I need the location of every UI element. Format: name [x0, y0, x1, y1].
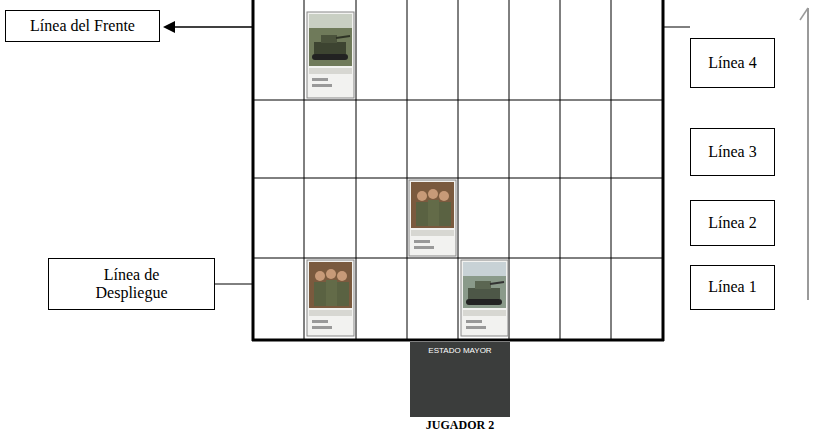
infantry-card: [409, 180, 456, 256]
row-label: Línea 4: [690, 38, 775, 88]
deployment-pointer: [215, 284, 253, 285]
player-label: JUGADOR 2: [426, 418, 494, 433]
tank-card: [461, 260, 508, 336]
tank-card: [307, 12, 354, 98]
command-card: ESTADO MAYOR: [410, 342, 510, 417]
board-grid: [252, 0, 664, 341]
infantry-card: [307, 260, 354, 336]
row-label: Línea 3: [690, 128, 775, 176]
front-line-label: Línea del Frente: [5, 10, 160, 42]
side-bracket: [800, 8, 808, 300]
node-text: Línea 2: [708, 214, 756, 232]
deployment-label: Línea de Despliegue: [48, 258, 215, 310]
node-text: Línea de Despliegue: [72, 266, 192, 303]
node-text: Línea 4: [708, 54, 756, 72]
row-label: Línea 2: [690, 200, 775, 246]
node-text: ESTADO MAYOR: [428, 346, 491, 355]
front-line-pointer: [163, 21, 690, 33]
node-text: Línea 3: [708, 143, 756, 161]
node-text: Línea 1: [708, 278, 756, 296]
node-text: Línea del Frente: [30, 17, 135, 35]
row-label: Línea 1: [690, 265, 775, 310]
